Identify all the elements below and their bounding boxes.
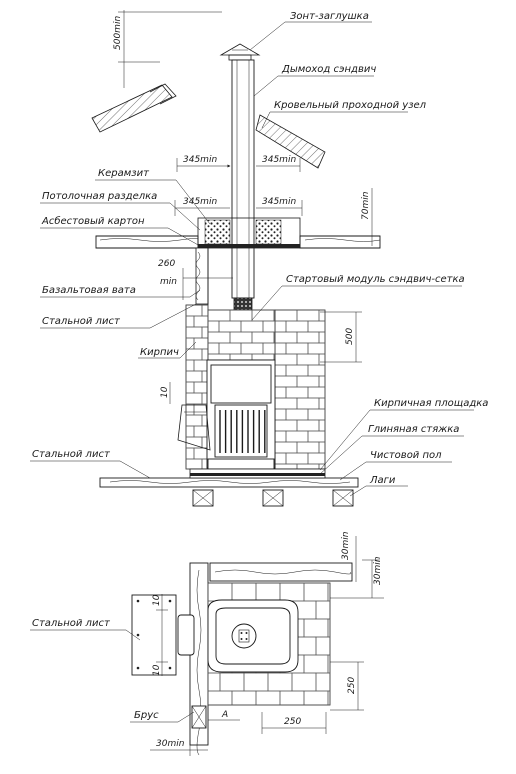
dim-500min: 500min: [113, 16, 123, 50]
ceiling-slab: [95, 217, 381, 249]
dim-70min: 70min: [361, 191, 371, 220]
label-ceiling-cut: Потолочная разделка: [42, 191, 157, 202]
plan-view: [131, 562, 353, 756]
label-roof-unit: Кровельный проходной узел: [274, 100, 427, 111]
label-basalt: Базальтовая вата: [42, 285, 136, 296]
dim-10-door: 10: [160, 386, 170, 398]
dim-260-min: min: [160, 277, 177, 287]
dim-30min-bottom: 30min: [156, 739, 185, 749]
dim-260: 260: [158, 259, 175, 269]
label-brick-pad: Кирпичная площадка: [374, 398, 488, 409]
dim-250-horizontal: 250: [284, 717, 301, 727]
dim-10-plan-bottom: 10: [152, 664, 162, 676]
label-finish-floor: Чистовой пол: [370, 450, 442, 461]
label-keramzit: Керамзит: [98, 168, 150, 179]
chimney-cap: [219, 43, 261, 61]
dim-345min-upper-left: 345min: [183, 155, 217, 165]
label-chimney: Дымоход сэндвич: [281, 64, 376, 75]
label-start-module: Стартовый модуль сэндвич-сетка: [286, 274, 465, 285]
dim-30min-plan-top: 30min: [341, 531, 351, 560]
label-asbestos: Асбестовый картон: [41, 215, 145, 227]
dim-250-vertical: 250: [347, 677, 357, 694]
label-steel-sheet-side: Стальной лист: [42, 316, 121, 327]
dimension-labels: 500min 345min 345min 345min 345min 70min…: [113, 16, 383, 749]
roof-left: [91, 83, 177, 133]
dim-345min-lower-right: 345min: [262, 197, 296, 207]
label-steel-sheet-plan: Стальной лист: [32, 618, 111, 629]
label-beam: Брус: [134, 710, 159, 721]
labels: Зонт-заглушка Дымоход сэндвич Кровельный…: [32, 11, 488, 721]
dim-345min-upper-right: 345min: [262, 155, 296, 165]
label-steel-sheet-floor: Стальной лист: [32, 449, 111, 460]
leader-lines: [30, 21, 474, 723]
dim-345min-lower-left: 345min: [183, 197, 217, 207]
dim-A: A: [221, 710, 228, 720]
label-cap: Зонт-заглушка: [290, 11, 369, 22]
roof-right: [255, 114, 326, 169]
label-brick: Кирпич: [140, 347, 179, 358]
label-clay-screed: Глиняная стяжка: [368, 424, 459, 435]
dim-10-plan-top: 10: [152, 594, 162, 606]
dim-30min-plan-right: 30min: [373, 556, 383, 585]
dimension-lines: [118, 10, 384, 756]
insulated-wall: [195, 247, 209, 305]
floor: [99, 468, 359, 507]
dim-500: 500: [345, 328, 355, 345]
label-joists: Лаги: [369, 475, 396, 486]
